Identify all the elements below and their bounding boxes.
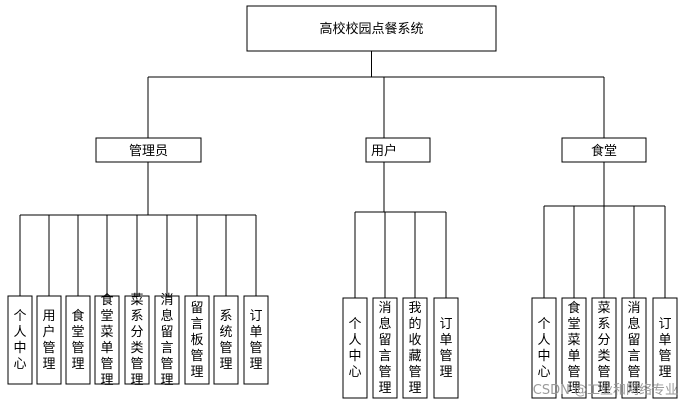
root-connectors: [147, 51, 605, 138]
group-box-user: [365, 137, 431, 163]
group-label-canteen: 食堂: [591, 143, 617, 159]
leaf-label: 留言板管理: [190, 301, 203, 380]
leaf-label: 食堂管理: [71, 308, 84, 372]
leaf-box: [652, 297, 678, 399]
leaf-admin-5: 消息留言管理: [154, 293, 180, 388]
leaf-box: [7, 295, 33, 385]
group-label-admin: 管理员: [129, 144, 168, 159]
leaf-user-3: 订单管理: [433, 297, 459, 399]
admin-connectors: [19, 162, 257, 296]
leaf-label: 订单管理: [658, 317, 671, 380]
leaf-label: 消息留言管理: [160, 293, 173, 388]
leaf-box: [561, 297, 587, 399]
leaf-admin-2: 食堂管理: [65, 295, 91, 385]
leaf-label: 个人中心: [13, 309, 26, 372]
leaf-label: 订单管理: [249, 309, 262, 372]
leaf-admin-8: 订单管理: [243, 295, 269, 385]
leaf-box: [402, 297, 428, 399]
leaf-label: 菜系分类管理: [130, 293, 143, 388]
leaf-label: 我的收藏管理: [408, 301, 421, 396]
leaf-box: [372, 297, 398, 399]
leaf-user-0: 个人中心: [342, 297, 368, 399]
leaf-label: 个人中心: [348, 317, 361, 380]
leaf-canteen-4: 订单管理: [652, 297, 678, 399]
leaf-admin-7: 系统管理: [213, 295, 239, 385]
leaf-label: 个人中心: [537, 317, 550, 380]
leaf-admin-0: 个人中心: [7, 295, 33, 385]
leaf-boxes: 个人中心 用户管理 食堂管理 食堂菜单管理 菜系分类管理 消息留言管理 留言板管理 系统管理 订…: [7, 292, 678, 399]
leaf-label: 消息留言管理: [627, 301, 640, 396]
watermark: CSDN @工业和网络专业: [532, 383, 678, 398]
leaf-user-1: 消息留言管理: [372, 297, 398, 399]
leaf-box: [94, 295, 120, 385]
leaf-label: 菜系分类管理: [597, 301, 610, 396]
leaf-label: 消息留言管理: [378, 301, 391, 396]
leaf-canteen-1: 食堂菜单管理: [561, 297, 587, 399]
leaf-box: [184, 295, 210, 385]
leaf-box: [531, 297, 557, 399]
leaf-box: [124, 295, 150, 385]
leaf-box: [591, 297, 617, 399]
leaf-box: [154, 295, 180, 385]
leaf-admin-1: 用户管理: [36, 295, 62, 385]
leaf-canteen-3: 消息留言管理: [621, 297, 647, 399]
leaf-canteen-2: 菜系分类管理: [591, 297, 617, 399]
leaf-user-2: 我的收藏管理: [402, 297, 428, 399]
canteen-connectors: [543, 162, 666, 298]
leaf-box: [65, 295, 91, 385]
leaf-box: [621, 297, 647, 399]
leaf-box: [243, 295, 269, 385]
leaf-label: 用户管理: [42, 309, 55, 372]
leaf-admin-4: 菜系分类管理: [124, 293, 150, 388]
leaf-box: [36, 295, 62, 385]
leaf-admin-6: 留言板管理: [184, 295, 210, 385]
leaf-label: 订单管理: [439, 317, 452, 380]
leaf-label: 系统管理: [219, 309, 232, 372]
user-connectors: [354, 162, 447, 298]
leaf-label: 食堂菜单管理: [100, 292, 113, 388]
leaf-box: [213, 295, 239, 385]
leaf-canteen-0: 个人中心: [531, 297, 557, 399]
leaf-box: [433, 297, 459, 399]
root-box: [246, 5, 497, 52]
group-label-user: 用户: [371, 143, 397, 159]
leaf-box: [342, 297, 368, 399]
leaf-admin-3: 食堂菜单管理: [94, 292, 120, 388]
group-box-canteen: [561, 137, 647, 163]
root-title: 高校校园点餐系统: [319, 21, 423, 37]
leaf-label: 食堂菜单管理: [567, 300, 580, 396]
